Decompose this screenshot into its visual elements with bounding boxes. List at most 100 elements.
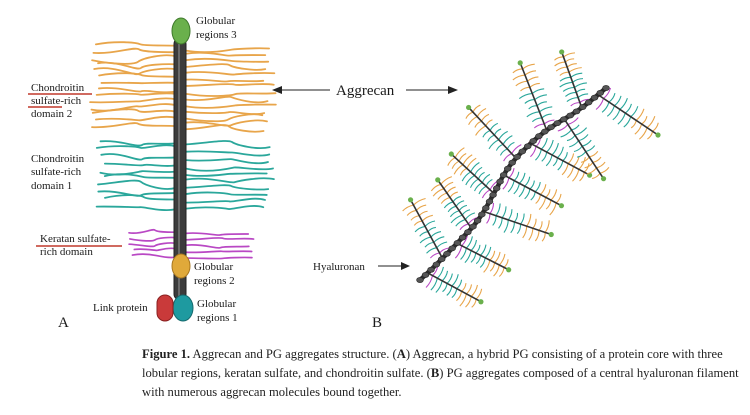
gag-chain (557, 146, 564, 159)
gag-chain (541, 113, 552, 119)
cs1-chains (95, 140, 275, 212)
gag-chain (485, 179, 493, 187)
gag-chain (475, 244, 481, 254)
aggrecan-label: Aggrecan (336, 83, 395, 99)
aggrecan-unit (402, 197, 449, 261)
globular-tip (435, 177, 441, 183)
gag-chain (470, 252, 477, 263)
gag-chain (424, 241, 434, 248)
cs2-chain (185, 57, 270, 63)
globular-tip (548, 231, 554, 238)
gag-chain (535, 149, 542, 161)
gag-chain (410, 215, 420, 221)
gag-chain (524, 70, 537, 76)
hyaluronan-bead (489, 192, 497, 198)
gag-chain (527, 76, 539, 82)
gag-chain (456, 279, 463, 290)
gag-chain (536, 101, 547, 107)
gag-chain (486, 213, 491, 224)
gag-chain (437, 192, 448, 200)
aggrecan-core (597, 94, 659, 136)
gag-chain (584, 162, 594, 169)
gag-chain (617, 112, 626, 125)
cs2-chain (91, 122, 177, 129)
gag-chain (550, 189, 558, 201)
hyaluronan-bead (504, 165, 512, 172)
gag-chain (515, 80, 528, 87)
cs2-chain (185, 119, 268, 127)
gag-chain (540, 138, 548, 150)
hyaluronan-bead (513, 154, 521, 160)
gag-chain (488, 139, 499, 150)
hyaluronan-arrowhead (401, 262, 410, 270)
gag-chain (589, 151, 599, 158)
gag-chain (465, 111, 474, 119)
gag-chain (433, 236, 445, 243)
cs1-chain (185, 172, 268, 177)
cs2-chain (91, 108, 177, 114)
caption-ref-a: A (396, 347, 406, 361)
gag-chain (573, 155, 580, 167)
gag-chain (541, 232, 546, 242)
gag-chain (566, 97, 579, 103)
cs1-chain (185, 177, 275, 184)
cs2-chain (97, 61, 177, 70)
cs2-chains (89, 41, 277, 133)
gag-chain (574, 127, 588, 136)
gag-chain (529, 82, 540, 88)
aggrecan-figure: Globular regions 3 Chondroitin sulfate-r… (28, 15, 661, 331)
gag-chain (545, 200, 552, 210)
gag-chain (529, 180, 535, 190)
gag-chain (546, 139, 554, 153)
cs1-label: Chondroitin sulfate-rich domain 1 (31, 153, 87, 192)
caption-figure-number: Figure 1. (142, 347, 191, 361)
gag-chain (461, 283, 467, 292)
gag-chain (475, 288, 483, 300)
gag-chain (487, 134, 495, 142)
gag-chain (571, 124, 580, 131)
gag-chain (516, 224, 522, 235)
gag-chain (530, 146, 537, 158)
hyaluronan-bead (596, 89, 604, 96)
gag-chain (484, 246, 492, 259)
gag-chain (502, 177, 510, 190)
gag-chain (430, 278, 438, 291)
gag-chain (528, 228, 534, 241)
cs2-chain (98, 72, 177, 78)
aggrecan-unit (528, 138, 593, 182)
gag-chain (481, 113, 490, 122)
aggrecan-core (409, 199, 444, 259)
cs1-chain (185, 150, 271, 157)
cs2-chain (92, 47, 177, 54)
globular-tip (506, 267, 512, 273)
gag-chain (450, 214, 463, 224)
gag-chain (413, 197, 426, 206)
hyaluronan-bead (416, 277, 424, 283)
cs1-chain (185, 197, 266, 204)
aggrecan-unit (465, 104, 522, 162)
gag-chain (599, 167, 610, 174)
hyaluronan-bead (518, 148, 527, 155)
gag-chain (439, 247, 449, 254)
hyaluronan-bead (469, 223, 477, 230)
gag-chain (458, 204, 468, 212)
gag-chain (436, 241, 448, 249)
gag-chain (578, 134, 589, 142)
gag-chain (461, 171, 471, 182)
aggrecan-unit (447, 147, 499, 199)
gag-chain (518, 186, 526, 198)
hyaluronan-bead (485, 198, 494, 205)
gag-chain (502, 135, 513, 145)
gag-chain (522, 226, 528, 239)
hyaluronan-bead (499, 172, 508, 178)
gag-chain (545, 154, 553, 167)
gag-chain (480, 244, 487, 256)
cs1-chain (100, 153, 177, 161)
gag-chain (476, 107, 487, 117)
aggrecan-unit (425, 265, 484, 308)
hyaluronan-bead (529, 138, 537, 144)
gag-chain (519, 172, 526, 184)
hyaluronan-bead (524, 143, 532, 150)
gag-chain (559, 81, 573, 88)
gag-chain (520, 213, 525, 225)
